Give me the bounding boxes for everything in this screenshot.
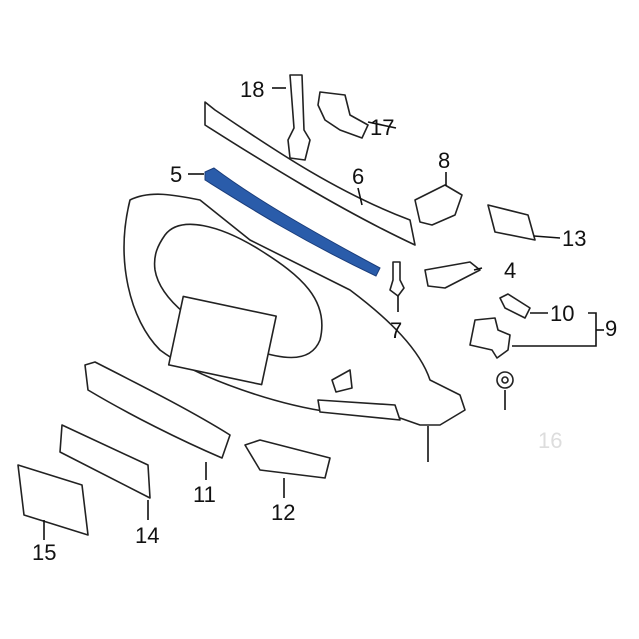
callout-4[interactable]: 4 bbox=[504, 258, 516, 283]
callout-10[interactable]: 10 bbox=[550, 301, 574, 326]
callout-15[interactable]: 15 bbox=[32, 540, 56, 565]
callout-9[interactable]: 9 bbox=[605, 316, 617, 341]
callout-17[interactable]: 17 bbox=[370, 115, 394, 140]
bolt-7[interactable] bbox=[389, 261, 405, 297]
callout-14[interactable]: 14 bbox=[135, 523, 159, 548]
callout-6[interactable]: 6 bbox=[352, 164, 364, 189]
housing-9[interactable] bbox=[469, 317, 511, 359]
plate-bracket-14[interactable] bbox=[59, 424, 151, 499]
license-plate-15[interactable] bbox=[17, 464, 89, 536]
callout-11[interactable]: 11 bbox=[193, 482, 216, 507]
bulb-10[interactable] bbox=[499, 293, 531, 319]
callout-7[interactable]: 7 bbox=[390, 318, 402, 343]
fog-light-opening bbox=[331, 369, 353, 393]
callout-16[interactable]: 16 bbox=[538, 428, 562, 453]
bracket-18[interactable] bbox=[287, 74, 311, 161]
callout-5[interactable]: 5 bbox=[170, 162, 182, 187]
lower-grille-11[interactable] bbox=[84, 361, 231, 459]
fog-cover-12[interactable] bbox=[244, 439, 331, 479]
bracket-13[interactable] bbox=[487, 204, 536, 241]
callout-13[interactable]: 13 bbox=[562, 226, 586, 251]
impact-bar[interactable] bbox=[204, 101, 416, 246]
grommet-hole bbox=[501, 376, 509, 384]
sensor-17[interactable] bbox=[317, 91, 369, 139]
leader-lines bbox=[43, 87, 604, 540]
plate-recess bbox=[167, 295, 277, 386]
callout-8[interactable]: 8 bbox=[438, 148, 450, 173]
lower-vents bbox=[317, 399, 401, 421]
grille-opening bbox=[153, 223, 323, 359]
bracket-4[interactable] bbox=[424, 261, 481, 289]
highlighted-strip[interactable] bbox=[204, 167, 381, 277]
callout-12[interactable]: 12 bbox=[271, 500, 295, 525]
bracket-8[interactable] bbox=[414, 184, 463, 226]
callout-18[interactable]: 18 bbox=[240, 77, 264, 102]
